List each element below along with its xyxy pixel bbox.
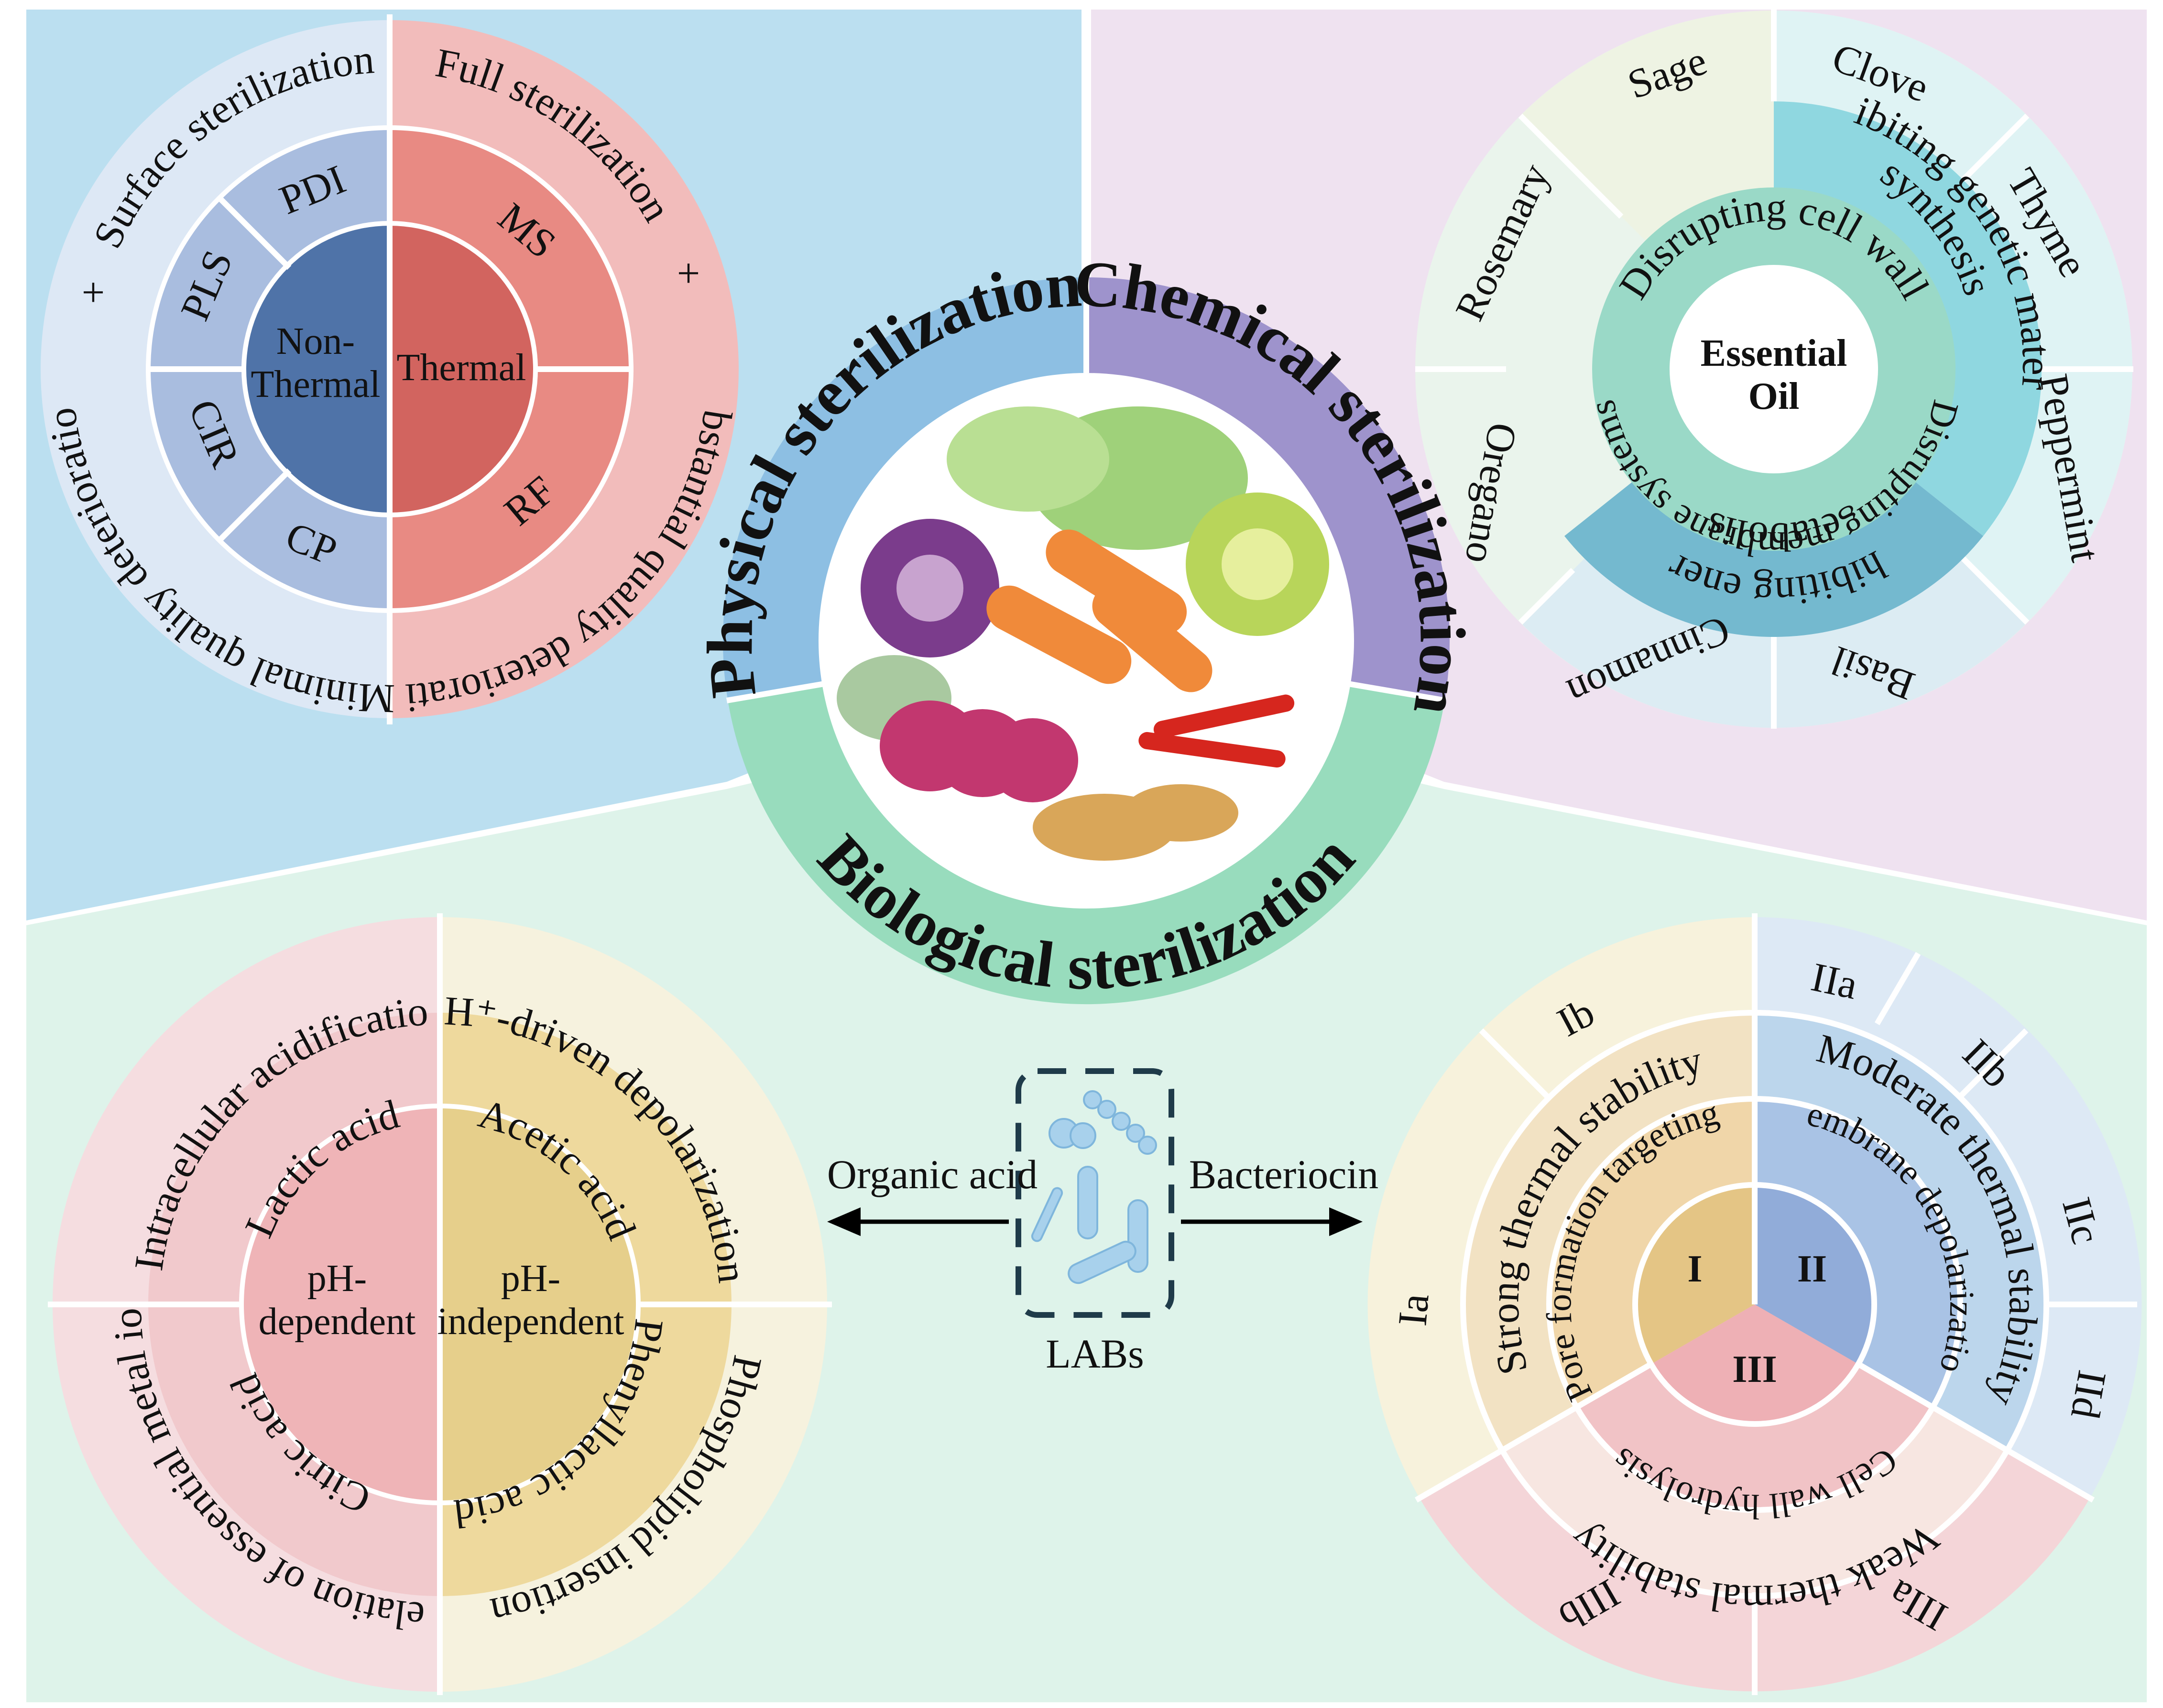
subclass-iia: IIa [1807,953,1861,1008]
ginger [1033,784,1238,861]
essential-oil-label-2: Oil [1748,375,1800,417]
ph-dependent-1: pH- [307,1258,367,1300]
bacteriocin-arrow-label: Bacteriocin [1189,1151,1378,1197]
ph-independent-core [440,1108,636,1500]
nonthermal-label-1: Non- [276,320,355,362]
arrow-left-head [827,1207,861,1236]
center-divider-left [726,681,825,703]
thermal-core [390,226,533,513]
class-iii-core [1651,1304,1858,1424]
labs-label: LABs [1046,1331,1144,1377]
napa-cabbage [947,406,1109,512]
subclass-ia: Ia [1389,1292,1437,1328]
chemical-dividers [1415,10,2133,729]
arrow-right-head [1329,1207,1363,1236]
labs-center: LABs Organic acid Bacteriocin [827,1068,1378,1377]
center-divider-right [1347,681,1447,703]
chili-peppers [1138,694,1295,768]
thermal-label: Thermal [397,347,526,389]
ph-independent-2: independent [437,1301,624,1343]
nonthermal-core [246,226,390,513]
physical-dividers [151,14,634,724]
ph-independent-1: pH- [501,1258,560,1300]
class-i: I [1687,1248,1702,1290]
bacteria-icon [1031,1090,1157,1284]
subclass-iid: IId [2062,1367,2116,1422]
purple-radish-slices [880,701,1078,802]
red-cabbage-inner [896,555,963,622]
plus-right: + [677,250,700,296]
nonthermal-label-2: Thermal [251,363,381,405]
bacteriocin-dividers [1414,913,2137,1695]
ph-dependent-core [244,1108,440,1500]
carrots [986,529,1213,692]
class-iii: III [1732,1348,1777,1390]
green-cabbage-inner [1222,528,1293,600]
plus-left: + [82,269,105,315]
organic-acid-arrow-label: Organic acid [827,1151,1038,1197]
essential-oil-label-1: Essential [1701,332,1847,374]
ph-dependent-2: dependent [259,1301,416,1343]
organic-dividers [48,913,832,1695]
central-disk: Physical sterilization Chemical steriliz… [694,248,1478,1005]
vegetables-photo [837,406,1329,861]
class-ii: II [1797,1248,1827,1290]
labs-box [1016,1068,1174,1318]
